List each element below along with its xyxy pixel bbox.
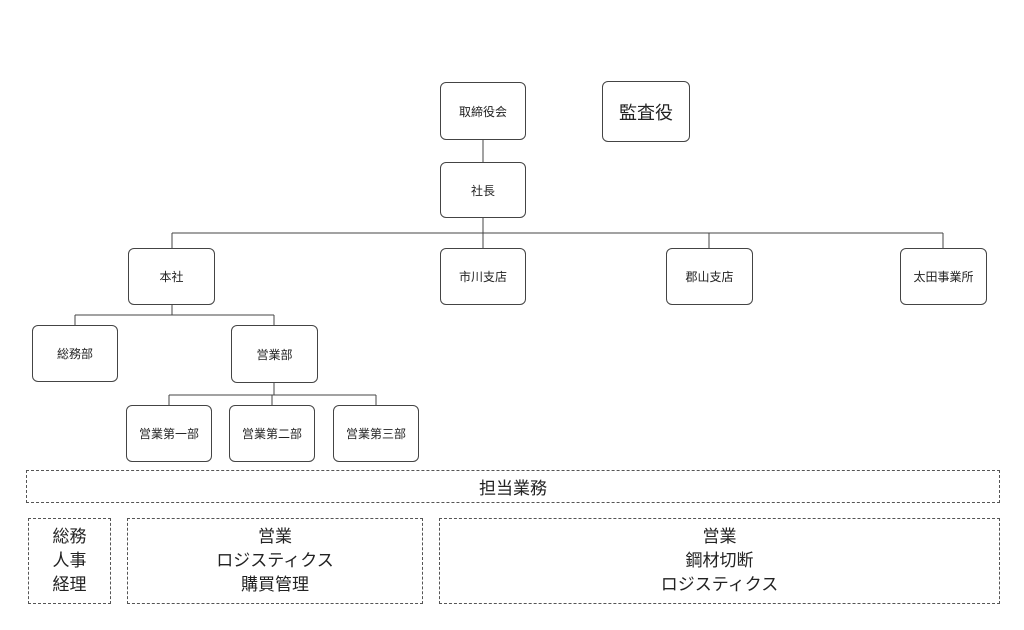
node-head-office: 本社: [128, 248, 215, 305]
node-auditor: 監査役: [602, 81, 690, 142]
duty-item: 総務: [52, 527, 87, 547]
node-president: 社長: [440, 162, 526, 218]
duties-title: 担当業務: [479, 479, 547, 499]
duty-item: 経理: [52, 575, 87, 595]
duty-item: 鋼材切断: [685, 551, 754, 571]
node-sales-3: 営業第三部: [333, 405, 419, 462]
duty-item: 人事: [52, 551, 87, 571]
duty-item: ロジスティクス: [216, 551, 334, 571]
duties-general-box: 総務 人事 経理: [28, 518, 111, 604]
duty-item: 営業: [702, 527, 737, 547]
node-sales-1: 営業第一部: [126, 405, 212, 462]
node-ota-office: 太田事業所: [900, 248, 987, 305]
node-sales-2: 営業第二部: [229, 405, 315, 462]
node-sales-dept: 営業部: [231, 325, 318, 383]
duty-item: 営業: [258, 527, 292, 547]
node-koriyama-branch: 郡山支店: [666, 248, 753, 305]
node-general-affairs: 総務部: [32, 325, 118, 382]
duties-sales-box: 営業 ロジスティクス 購買管理: [127, 518, 423, 604]
duties-title-box: 担当業務: [26, 470, 1000, 503]
node-ichikawa-branch: 市川支店: [440, 248, 526, 305]
node-board: 取締役会: [440, 82, 526, 140]
duty-item: ロジスティクス: [660, 575, 779, 595]
duties-branches-box: 営業 鋼材切断 ロジスティクス: [439, 518, 1000, 604]
duty-item: 購買管理: [241, 575, 309, 595]
